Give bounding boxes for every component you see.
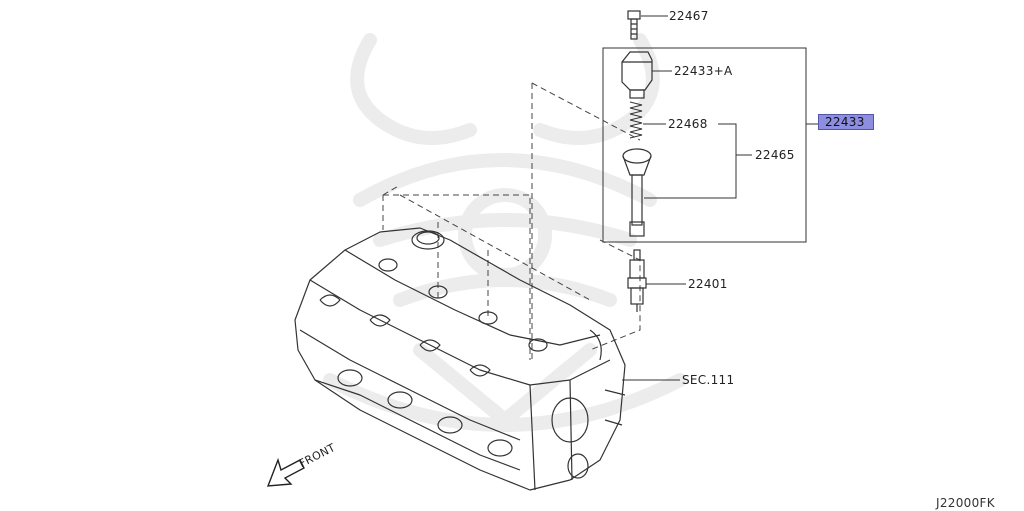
- label-bolt-22467[interactable]: 22467: [669, 9, 709, 23]
- label-coil-22433a[interactable]: 22433+A: [674, 64, 733, 78]
- spring-part: [629, 101, 643, 139]
- watermark-logo: [323, 33, 687, 432]
- dashed-guides: [382, 82, 641, 360]
- bolt-part: [627, 10, 641, 40]
- cylinder-head: [294, 227, 626, 491]
- coil-part: [621, 51, 653, 99]
- label-boot-22465[interactable]: 22465: [755, 148, 795, 162]
- diagram-code: J22000FK: [936, 496, 995, 510]
- label-spark-plug-22401[interactable]: 22401: [688, 277, 728, 291]
- label-spring-22468[interactable]: 22468: [668, 117, 708, 131]
- spark-plug-part: [627, 249, 647, 312]
- front-arrow-icon: [266, 457, 305, 487]
- label-section-ref[interactable]: SEC.111: [682, 373, 735, 387]
- boot-part: [622, 148, 652, 237]
- leader-lines: [622, 15, 818, 381]
- ignition-coil-assembly-box: [602, 47, 807, 243]
- label-ignition-coil-22433[interactable]: 22433: [818, 114, 874, 130]
